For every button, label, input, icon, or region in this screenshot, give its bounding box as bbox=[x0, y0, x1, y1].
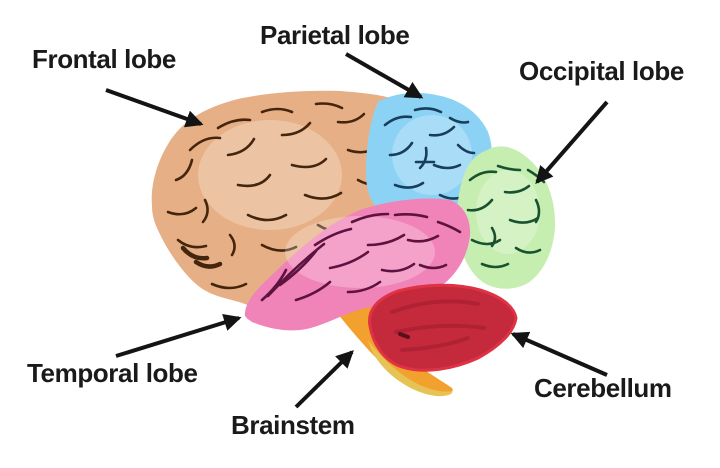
frontal-lobe-arrow bbox=[105, 88, 204, 128]
parietal-highlight bbox=[392, 115, 472, 195]
temporal-lobe-arrow bbox=[115, 314, 242, 358]
temporal-gyri bbox=[260, 212, 462, 302]
temporal-highlight bbox=[285, 216, 435, 288]
cerebellum-arrow bbox=[510, 331, 608, 377]
cerebellum-label: Cerebellum bbox=[534, 373, 672, 403]
cerebellum-folds bbox=[390, 299, 486, 352]
occipital-lobe-arrow bbox=[535, 100, 609, 184]
cerebellum-dot bbox=[398, 332, 410, 339]
arrows bbox=[105, 52, 609, 409]
parietal-lobe-label: Parietal lobe bbox=[260, 20, 410, 50]
occipital-gyri bbox=[466, 164, 546, 269]
parietal-gyri bbox=[383, 107, 476, 211]
brainstem-arrow bbox=[294, 350, 354, 409]
frontal-gyri-dense bbox=[180, 245, 223, 269]
occipital-highlight bbox=[476, 170, 540, 254]
parietal-lobe-arrow bbox=[345, 52, 424, 99]
brainstem-label: Brainstem bbox=[231, 410, 355, 440]
frontal-lobe-label: Frontal lobe bbox=[32, 44, 176, 74]
brainstem-tip bbox=[368, 340, 453, 397]
occipital-lobe-label: Occipital lobe bbox=[519, 56, 684, 86]
temporal-lobe-label: Temporal lobe bbox=[27, 358, 198, 388]
